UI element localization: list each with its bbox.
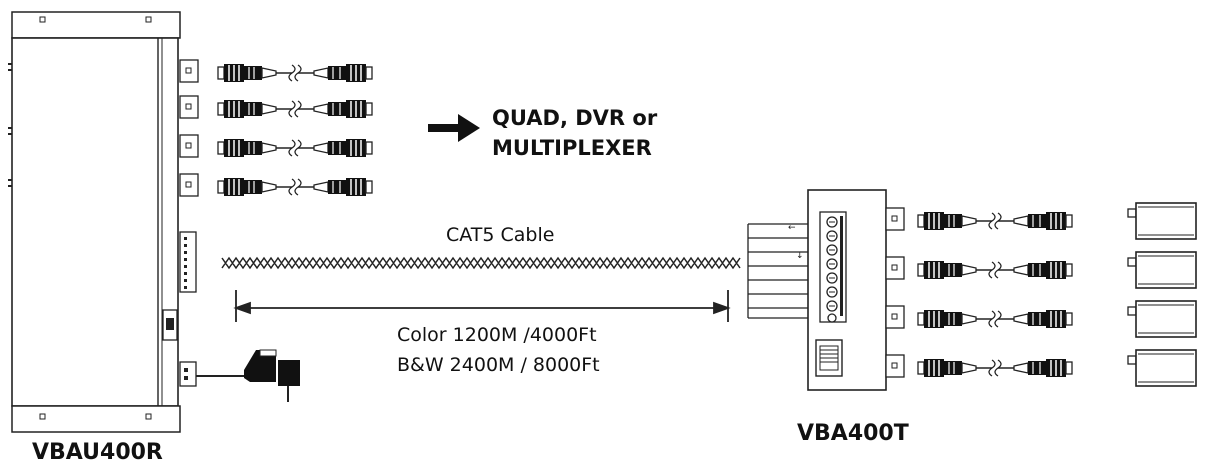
transmitter-unit: ←↓ xyxy=(747,189,905,391)
camera-icon xyxy=(1127,349,1197,387)
rj45-port-icon xyxy=(815,339,843,377)
transmitter-label: VBA400T xyxy=(797,421,909,446)
camera-icon xyxy=(1127,251,1197,289)
arrow-right-icon xyxy=(428,114,480,142)
distance-dimension xyxy=(233,290,731,322)
camera-icon xyxy=(1127,202,1197,240)
camera-icon xyxy=(1127,300,1197,338)
svg-text:←: ← xyxy=(788,223,796,233)
input-cable-4 xyxy=(917,358,1073,378)
cable-label: CAT5 Cable xyxy=(446,224,555,246)
destination-label-line1: QUAD, DVR or xyxy=(492,106,658,130)
input-cable-2 xyxy=(917,260,1073,280)
transmitter-terminal-block-icon xyxy=(819,211,847,323)
distance-color-label: Color 1200M /4000Ft xyxy=(397,324,597,346)
output-cable-2 xyxy=(217,99,373,119)
receiver-label: VBAU400R xyxy=(32,440,163,465)
input-cable-1 xyxy=(917,211,1073,231)
svg-text:↓: ↓ xyxy=(796,251,804,261)
input-cable-3 xyxy=(917,309,1073,329)
output-cable-4 xyxy=(217,177,373,197)
receiver-terminal-block-icon xyxy=(179,231,197,293)
output-cable-1 xyxy=(217,63,373,83)
output-cable-3 xyxy=(217,138,373,158)
cat5-cable xyxy=(221,256,741,270)
destination-label-line2: MULTIPLEXER xyxy=(492,136,652,160)
power-adapter-icon xyxy=(196,349,300,402)
distance-bw-label: B&W 2400M / 8000Ft xyxy=(397,354,600,376)
receiver-unit xyxy=(8,11,199,433)
